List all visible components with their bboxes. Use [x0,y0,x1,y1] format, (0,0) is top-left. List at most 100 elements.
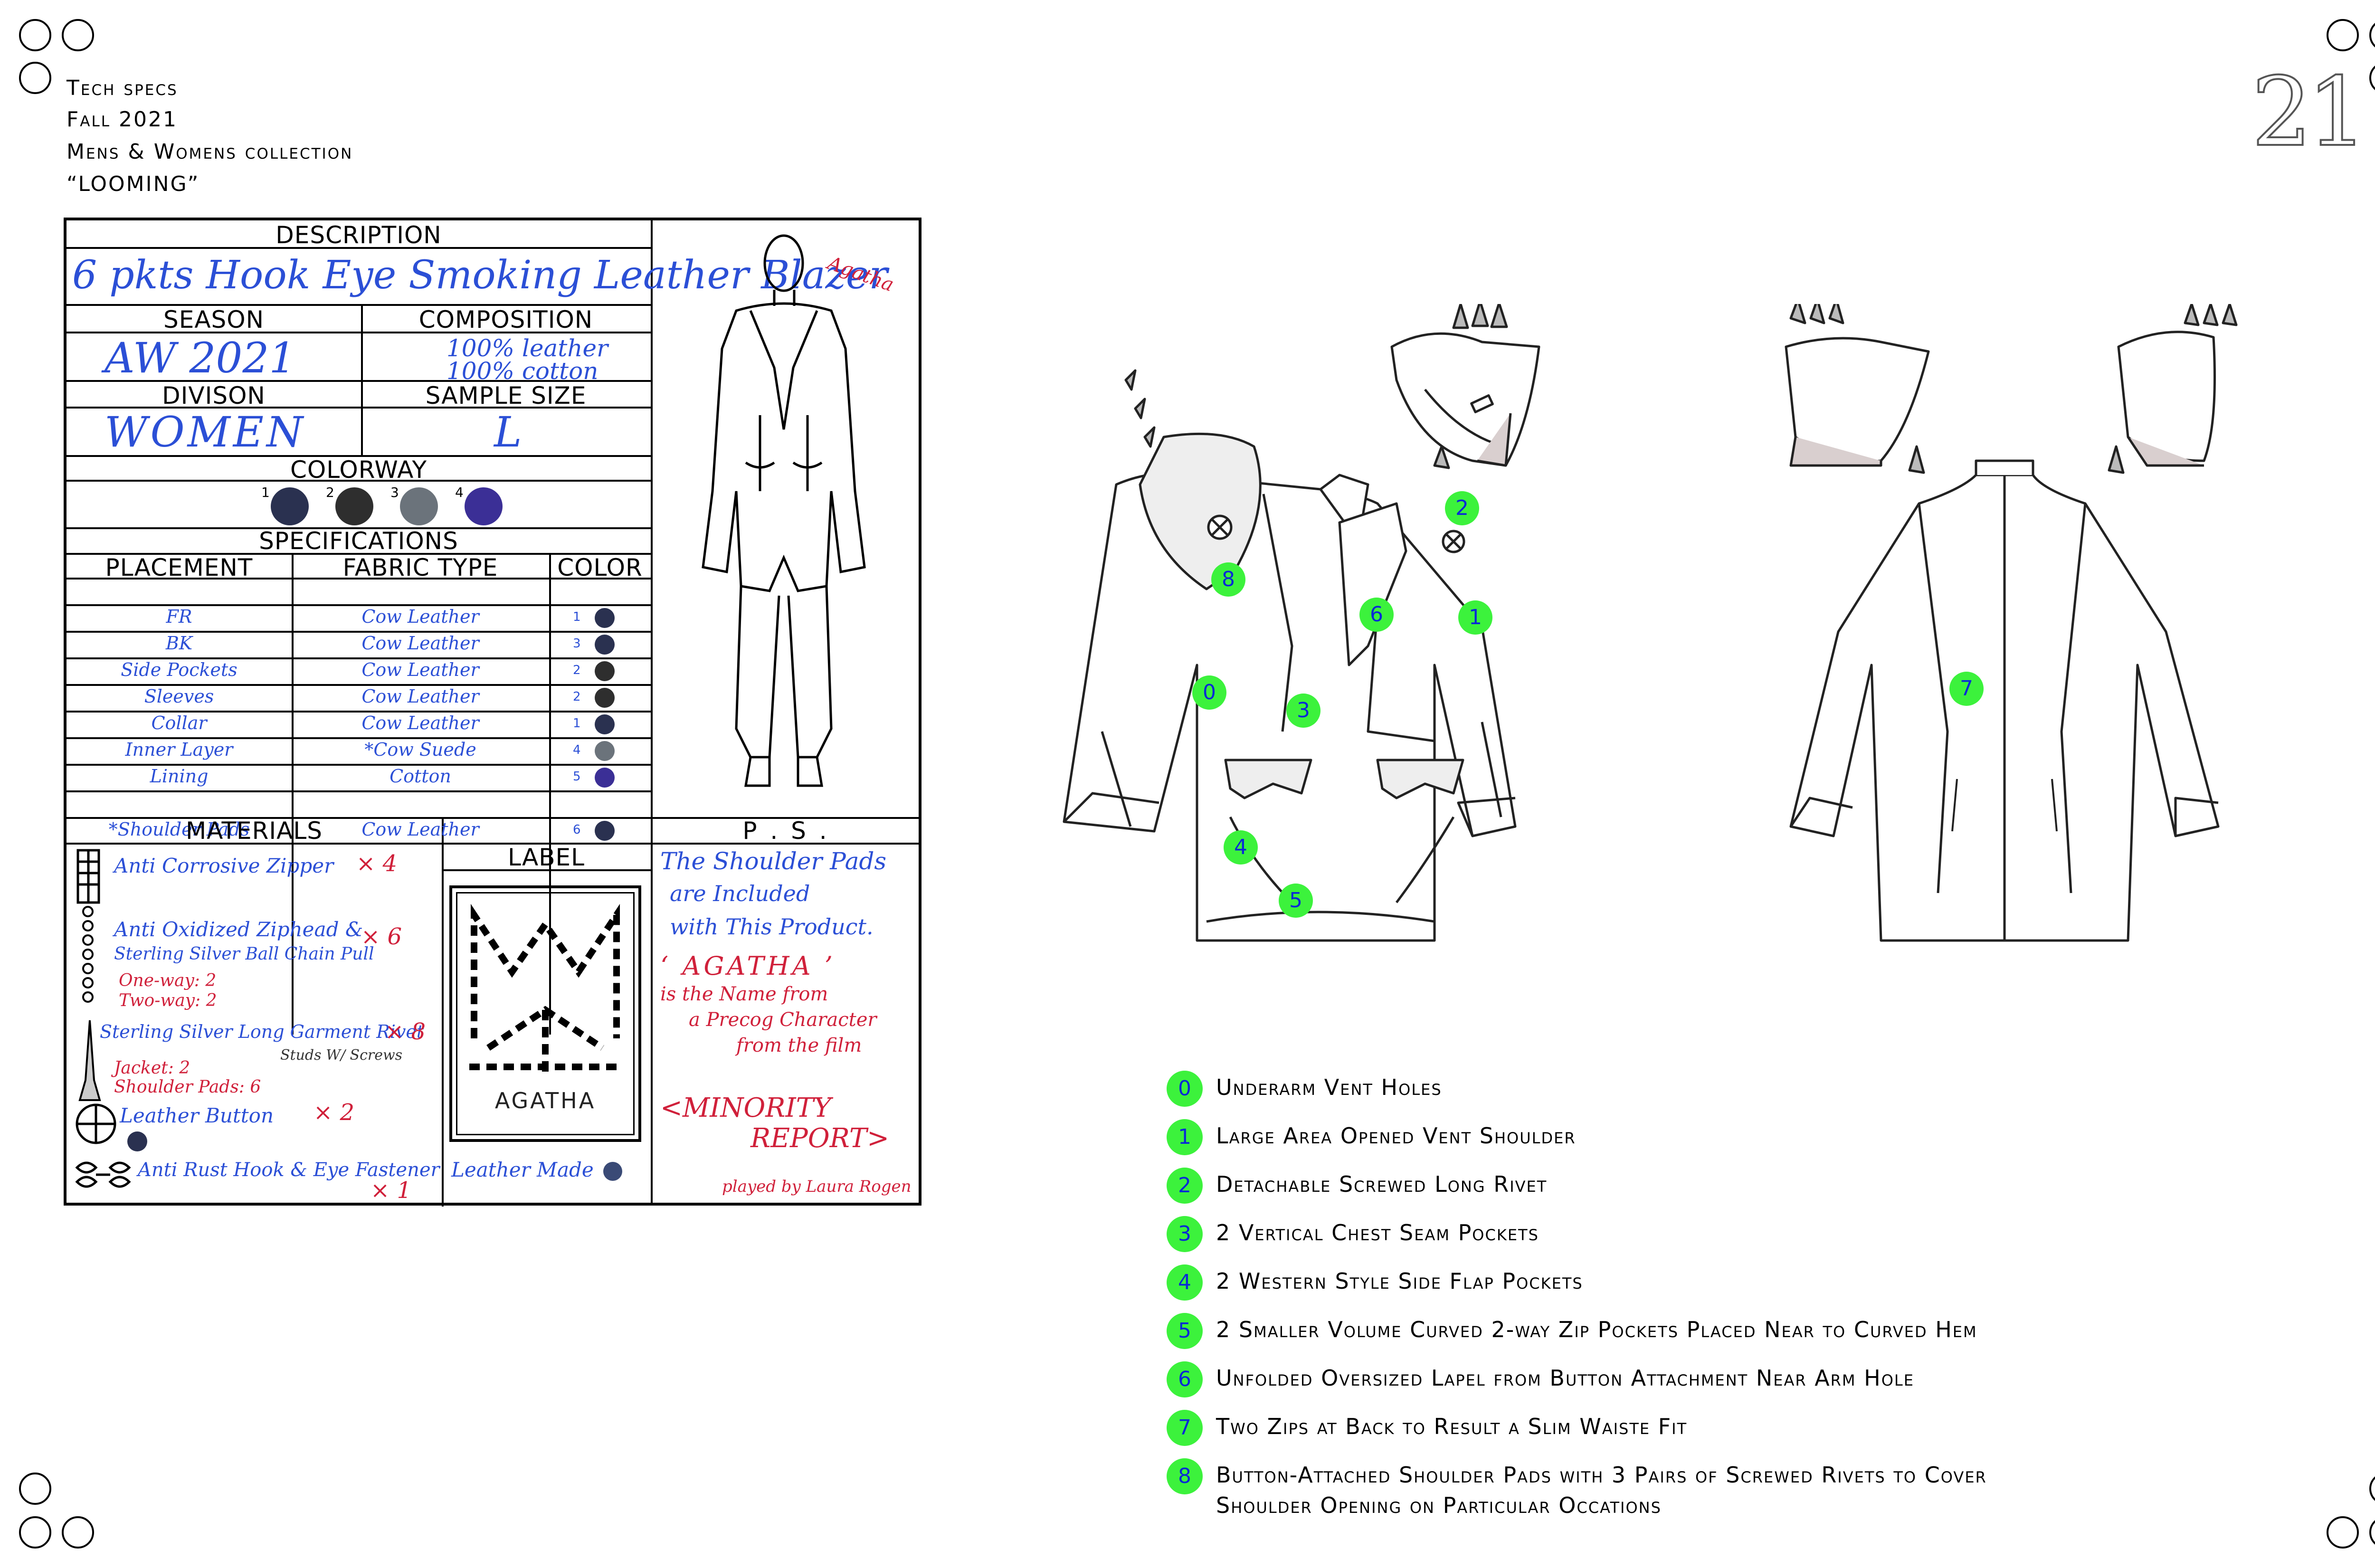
spec-placement: Side Pockets [121,659,238,680]
season-value: AW 2021 [104,333,296,382]
corner-circle [19,19,51,51]
note-text: Button-Attached Shoulder Pads with 3 Pai… [1216,1462,1987,1488]
spec-color-number: 6 [573,823,581,837]
spec-color-swatch [595,821,615,841]
spec-header-placement: PLACEMENT [105,554,253,581]
specifications-label: SPECIFICATIONS [259,527,458,555]
note-badge: 0 [1167,1071,1203,1107]
callout-front-1: 1 [1458,600,1492,635]
material-twoway: Two-way: 2 [119,991,217,1010]
spec-fabric: *Cow Suede [364,739,476,760]
ps-red-5: <MINORITY [660,1093,831,1123]
material-rivet-note: Studs W/ Screws [280,1047,403,1064]
header-collection: Mens & Womens collection [66,140,353,164]
rivet-icon [78,1020,101,1101]
note-text: 2 Vertical Chest Seam Pockets [1216,1220,1539,1245]
note-text: Two Zips at Back to Result a Slim Waiste… [1216,1414,1688,1439]
note-badge: 8 [1167,1458,1203,1494]
spec-fabric: Cow Leather [361,713,479,733]
spec-placement: Inner Layer [125,739,233,760]
spec-fabric: Cotton [390,766,451,787]
spec-color-swatch [595,741,615,761]
corner-circle [2327,19,2359,51]
button-color-dot [127,1131,147,1151]
division-label: DIVISON [162,382,266,409]
note-8-line2: Shoulder Opening on Particular Occations [1216,1492,1662,1518]
header-collection-name: “LOOMING” [66,172,200,196]
spec-fabric: Cow Leather [361,686,479,707]
material-rivet-qty: × 8 [385,1018,426,1045]
ps-blue-1: The Shoulder Pads [660,847,887,875]
colorway-swatch [400,487,438,525]
corner-circle [2369,19,2375,51]
ball-chain-icon [82,906,94,1003]
note-badge: 4 [1167,1264,1203,1301]
colorway-swatch [465,487,503,525]
callout-front-8: 8 [1211,562,1245,597]
callout-front-3: 3 [1286,694,1320,728]
spec-color-swatch [595,714,615,734]
note-badge: 2 [1167,1168,1203,1204]
spec-fabric: Cow Leather [361,633,479,654]
description-label: DESCRIPTION [276,221,442,249]
spec-color-number: 5 [573,770,581,784]
material-zipper-qty: × 4 [356,850,398,877]
back-jacket-drawing [1785,304,2238,942]
composition-line1: 100% leather [446,334,608,362]
ps-red-3: a Precog Character [689,1009,877,1031]
spec-color-number: 1 [573,610,581,624]
ps-red-2: is the Name from [660,983,828,1005]
corner-circle [62,1516,94,1549]
callout-front-5: 5 [1279,884,1313,918]
note-text: 2 Western Style Side Flap Pockets [1216,1268,1583,1294]
corner-circle [2369,1473,2375,1505]
label-monogram-icon [469,903,621,1072]
corner-circle [2369,62,2375,94]
sample-size-label: SAMPLE SIZE [425,382,587,409]
material-button-qty: × 2 [314,1099,355,1126]
label-label: LABEL [508,844,585,871]
material-shoulder-pads: Shoulder Pads: 6 [114,1077,261,1097]
ps-red-6: REPORT> [750,1123,890,1154]
spec-color-number: 2 [573,663,581,677]
spec-fabric: Cow Leather [361,606,479,627]
spec-placement: FR [166,606,192,627]
materials-label: MATERIALS [186,817,323,845]
callout-back-7: 7 [1949,672,1984,706]
colorway-number: 3 [390,485,399,500]
spec-color-swatch [595,688,615,708]
spec-fabric: Cow Leather [361,819,479,840]
callout-front-4: 4 [1224,830,1258,865]
corner-circle [19,62,51,94]
brand-label: AGATHA [449,885,641,1142]
composition-label: COMPOSITION [418,306,593,333]
ps-credit: played by Laura Rogen [722,1177,912,1196]
spec-sheet: DESCRIPTION 6 pkts Hook Eye Smoking Leat… [64,218,922,1207]
corner-circle [2327,1516,2359,1549]
note-badge: 5 [1167,1313,1203,1349]
front-figure-sketch [702,234,866,787]
season-label: SEASON [163,306,265,333]
ps-label: P . S . [742,817,830,845]
material-zipper: Anti Corrosive Zipper [114,854,334,877]
spec-placement: *Shoulder Pads [108,819,250,840]
callout-front-6: 6 [1359,598,1394,632]
hook-eye-icon [75,1161,131,1188]
description-value: 6 pkts Hook Eye Smoking Leather Blazer [72,253,888,298]
spec-color-number: 2 [573,690,581,704]
material-ziphead-qty: × 6 [361,923,402,950]
label-note: Leather Made [451,1158,594,1181]
material-jacket: Jacket: 2 [114,1058,190,1078]
spec-header-color: COLOR [557,554,643,581]
material-hook-qty: × 1 [370,1177,412,1204]
note-text: Unfolded Oversized Lapel from Button Att… [1216,1365,1914,1391]
note-text: 2 Smaller Volume Curved 2-way Zip Pocket… [1216,1317,1977,1342]
material-ziphead-2: Sterling Silver Ball Chain Pull [114,944,374,964]
label-text: AGATHA [494,1088,596,1113]
label-color-dot [603,1162,622,1181]
note-text: Large Area Opened Vent Shoulder [1216,1123,1576,1149]
spec-header-fabric: FABRIC TYPE [342,554,498,581]
spec-placement: Collar [151,713,207,733]
